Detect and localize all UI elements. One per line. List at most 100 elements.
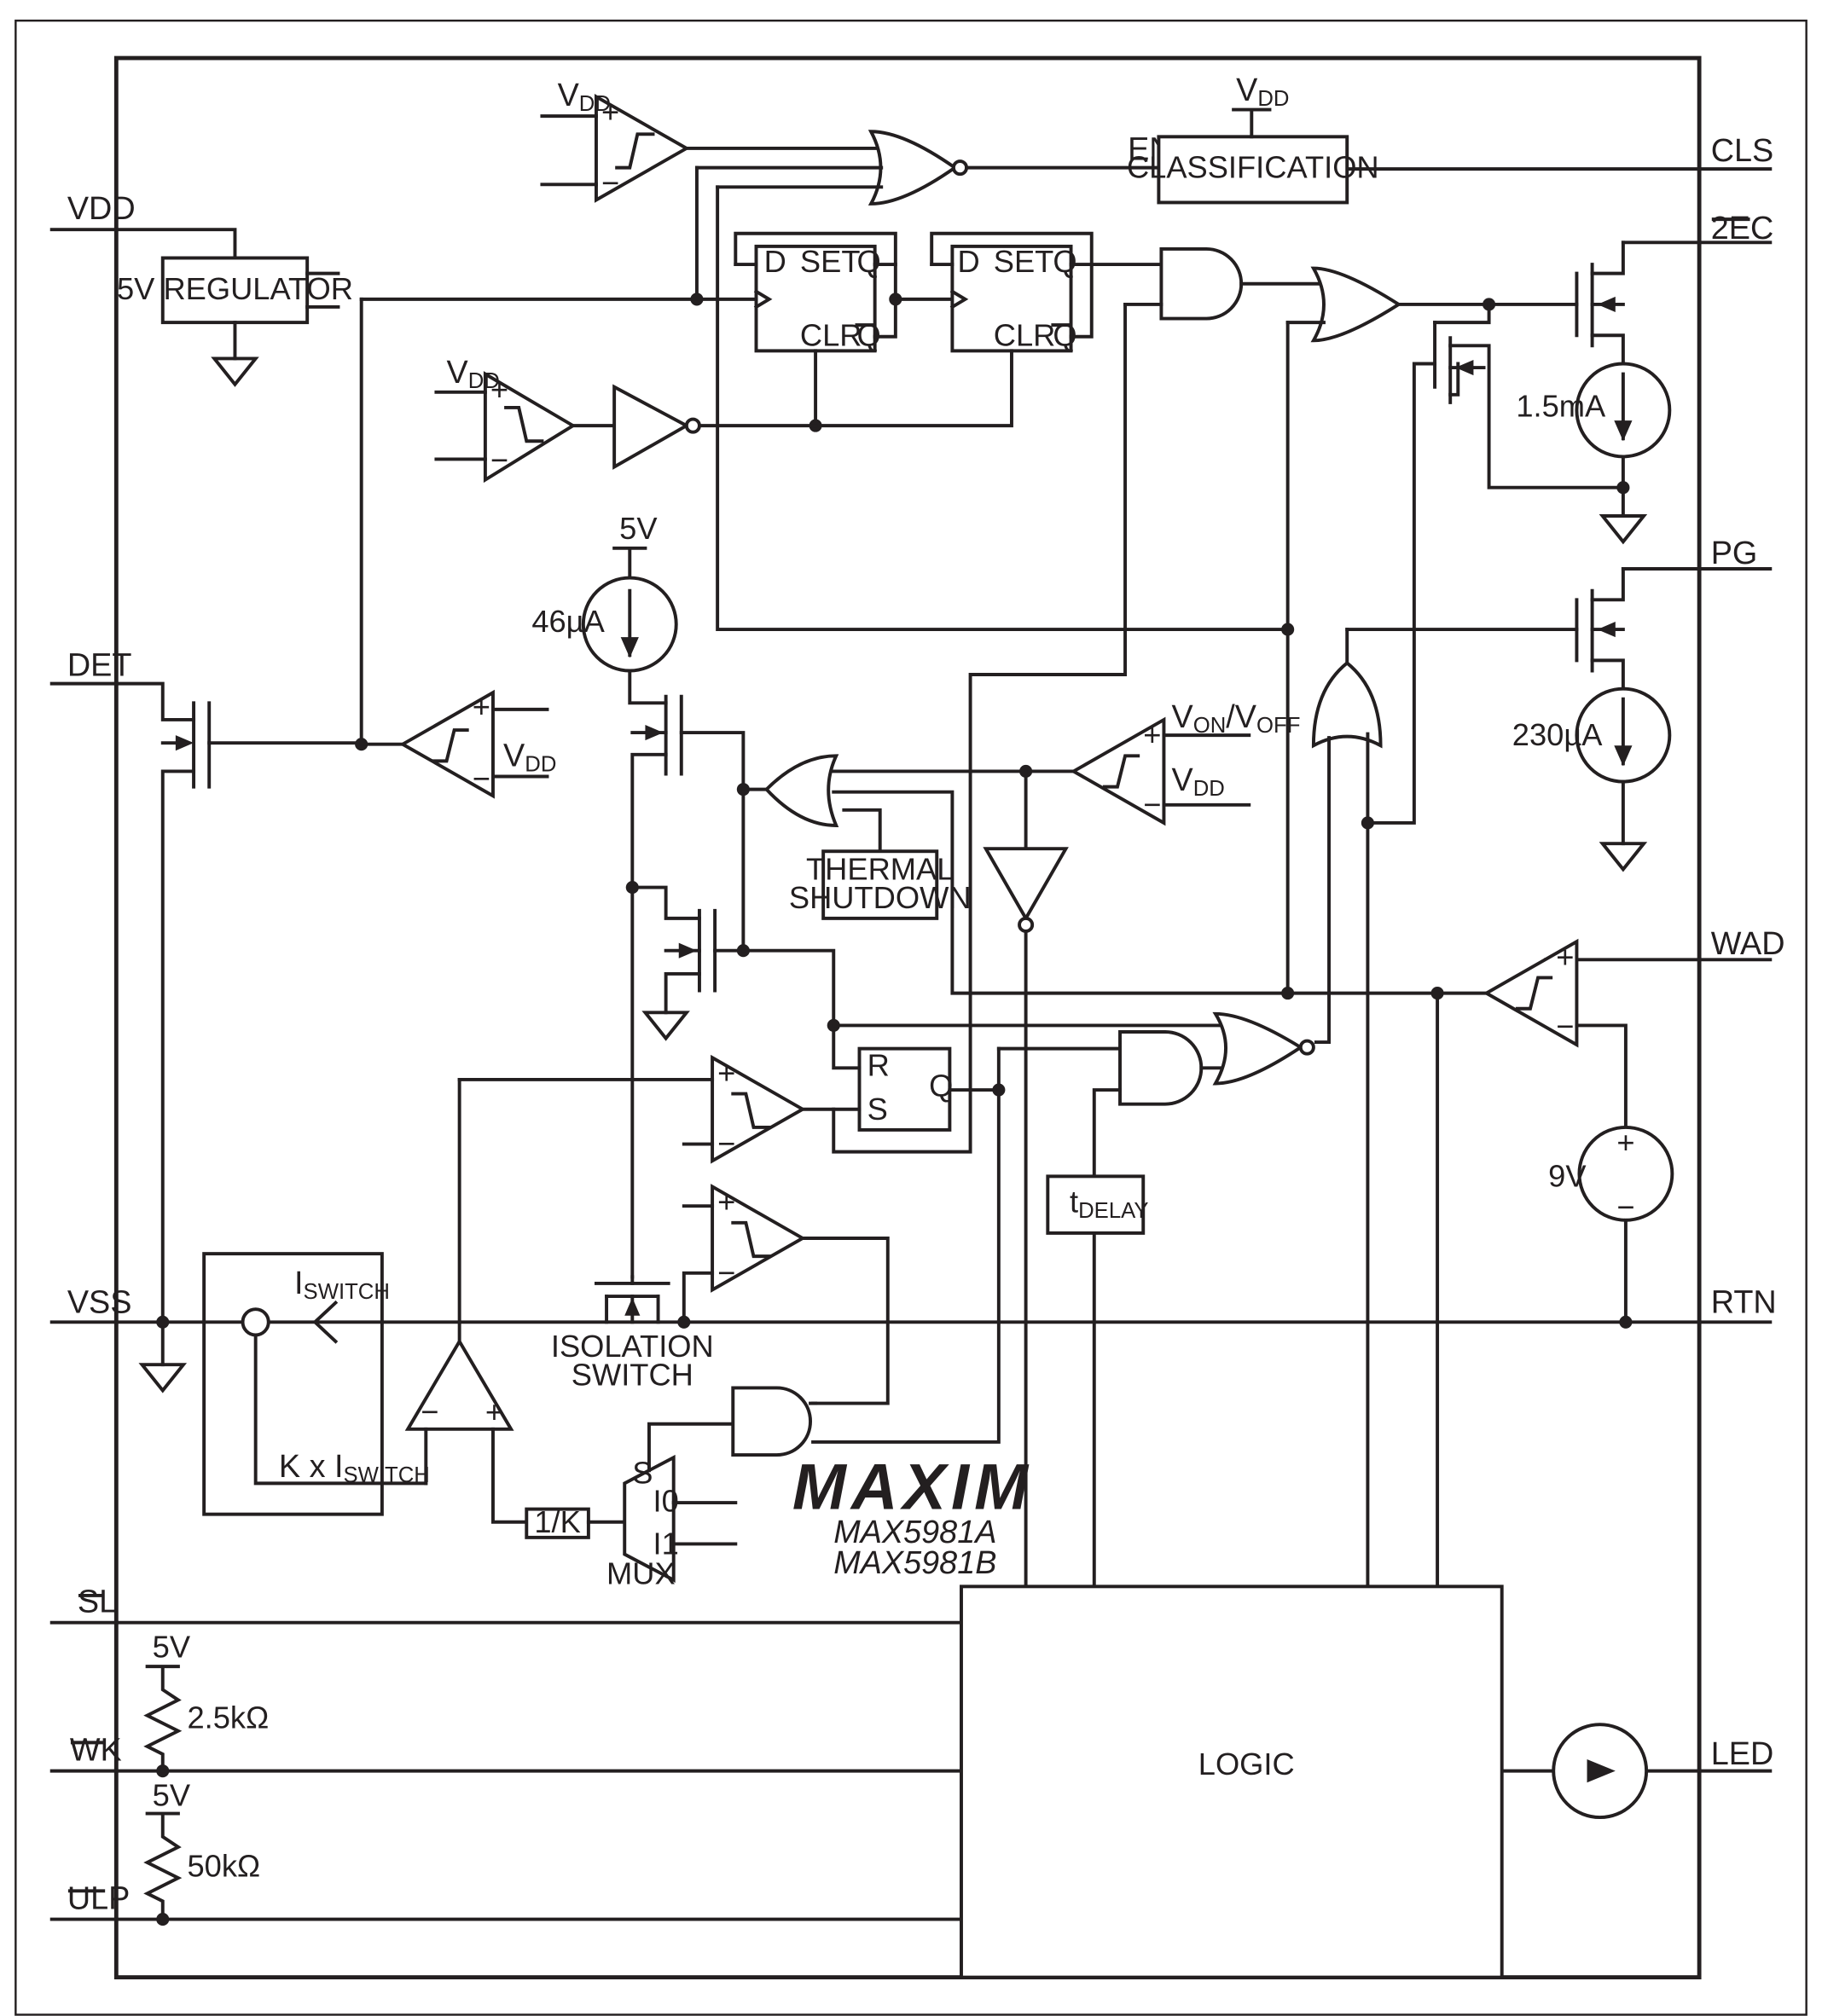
svg-text:ULP: ULP: [67, 1880, 131, 1916]
svg-text:−: −: [717, 1255, 735, 1290]
rs-latch: R S Q: [800, 1018, 1236, 1444]
logic-label: LOGIC: [1198, 1747, 1295, 1781]
comparator-vdd-top: + − VDD: [540, 78, 879, 203]
resistor-2k5: 5V 2.5kΩ: [143, 1630, 270, 1773]
svg-text:THERMAL: THERMAL: [806, 852, 954, 887]
mosfet-pg: [1345, 567, 1625, 691]
mosfet-2ec: [1575, 240, 1625, 366]
svg-text:9V: 9V: [1548, 1158, 1587, 1193]
svg-text:MAX5981B: MAX5981B: [833, 1545, 996, 1581]
svg-text:MUX: MUX: [606, 1555, 676, 1590]
svg-text:WK: WK: [70, 1733, 122, 1769]
or-gate-top: [1281, 266, 1579, 995]
svg-text:D: D: [957, 244, 979, 279]
svg-text:+: +: [717, 1055, 735, 1090]
mosfet-center-bottom: [630, 783, 836, 1041]
current-sense-block: ISWITCH K x ISWITCH: [202, 1252, 430, 1516]
maxim-logo: MAXIM MAX5981A MAX5981B: [792, 1452, 1028, 1582]
svg-text:−: −: [717, 1127, 735, 1162]
pin-sl: SL: [49, 1584, 963, 1625]
logic-block: LOGIC: [960, 1584, 1504, 1979]
svg-text:VSS: VSS: [67, 1285, 132, 1321]
svg-text:S: S: [867, 1092, 888, 1127]
nor-gate-center: [1212, 1011, 1315, 1086]
flip-flop-1: D SET Q CLR Q: [359, 231, 955, 428]
pin-2ec: 2EC: [1621, 211, 1773, 246]
svg-text:MAX5981A: MAX5981A: [833, 1515, 996, 1550]
svg-text:Q: Q: [856, 244, 880, 279]
svg-text:5V: 5V: [153, 1777, 191, 1812]
classification-block: CLASSIFICATION VDD: [1127, 72, 1379, 205]
regulator-block: 5V REGULATOR: [117, 256, 353, 387]
svg-text:WAD: WAD: [1711, 926, 1785, 962]
svg-text:230µA: 230µA: [1512, 717, 1603, 752]
svg-text:+: +: [1616, 1125, 1634, 1160]
svg-text:CLR: CLR: [800, 317, 862, 352]
source-230ua: 230µA: [1512, 686, 1672, 872]
svg-text:SL: SL: [78, 1584, 117, 1620]
source-46ua: 5V 46µA: [531, 511, 678, 705]
svg-text:−: −: [601, 165, 619, 200]
comparator-von-voff: + − VON/VOFF VDD: [1070, 699, 1301, 826]
svg-text:+: +: [485, 1394, 503, 1429]
mosfet-2ec-aux: [1368, 321, 1625, 825]
comparator-wad: + −: [1281, 938, 1628, 1589]
pin-cls: CLS: [1345, 133, 1774, 171]
svg-text:LED: LED: [1711, 1736, 1774, 1772]
svg-text:VON/VOFF: VON/VOFF: [1172, 699, 1301, 738]
svg-text:5V: 5V: [153, 1630, 191, 1665]
resistor-50k: 5V 50kΩ: [143, 1777, 260, 1921]
svg-text:Q: Q: [929, 1069, 953, 1104]
svg-text:−: −: [473, 762, 490, 797]
svg-text:VDD: VDD: [1172, 762, 1225, 801]
nor-gate-top: EN: [694, 130, 1290, 632]
svg-text:VDD: VDD: [447, 355, 500, 393]
svg-text:D: D: [764, 244, 786, 279]
isolation-switch: ISOLATION SWITCH: [551, 1275, 714, 1392]
svg-text:+: +: [717, 1185, 735, 1219]
svg-text:DET: DET: [67, 648, 132, 684]
comparator-det: + − VDD: [355, 297, 556, 799]
svg-text:SET: SET: [994, 244, 1054, 279]
tdelay-block: tDELAY: [1046, 1174, 1149, 1589]
thermal-shutdown-block: THERMAL SHUTDOWN: [789, 849, 972, 920]
svg-text:1.5mA: 1.5mA: [1516, 389, 1606, 424]
comparator-s: + −: [457, 1054, 806, 1343]
svg-text:5V: 5V: [619, 511, 658, 546]
svg-text:1/K: 1/K: [534, 1504, 580, 1539]
flip-flop-2: D SET Q CLR Q: [809, 231, 1163, 432]
svg-text:RTN: RTN: [1711, 1285, 1777, 1321]
mosfet-center-top: [625, 694, 746, 1279]
svg-text:CLS: CLS: [1711, 133, 1774, 169]
svg-text:SWITCH: SWITCH: [572, 1357, 693, 1392]
svg-text:−: −: [1616, 1190, 1634, 1225]
or-gate-thermal: [741, 754, 1290, 995]
pin-led: LED: [1500, 1723, 1774, 1820]
comparator-vdd-mid: + − VDD: [434, 355, 818, 484]
svg-text:VDD: VDD: [67, 191, 136, 227]
comparator-isolation: + −: [677, 1184, 890, 1405]
svg-text:46µA: 46µA: [531, 604, 605, 639]
pin-vdd-left: VDD: [49, 191, 237, 260]
outer-frame: [15, 19, 1807, 2016]
regulator-label: 5V REGULATOR: [117, 271, 353, 306]
svg-text:VDD: VDD: [1236, 72, 1289, 111]
svg-text:−: −: [1143, 787, 1161, 822]
chip-outline: [113, 55, 1702, 1980]
svg-text:+: +: [1143, 717, 1161, 752]
and-gate-top: [832, 246, 1323, 1154]
svg-text:CLR: CLR: [994, 317, 1056, 352]
svg-text:2.5kΩ: 2.5kΩ: [188, 1700, 270, 1735]
svg-text:ISOLATION: ISOLATION: [551, 1329, 714, 1364]
pin-wad: WAD: [1544, 926, 1785, 962]
svg-text:−: −: [421, 1394, 438, 1429]
svg-text:+: +: [1556, 939, 1574, 974]
svg-text:−: −: [490, 443, 508, 478]
svg-text:VDD: VDD: [503, 738, 556, 776]
svg-text:+: +: [473, 689, 490, 724]
svg-text:+: +: [601, 95, 619, 130]
svg-text:K x ISWITCH: K x ISWITCH: [279, 1449, 430, 1487]
svg-text:SET: SET: [800, 244, 861, 279]
svg-text:+: +: [490, 372, 508, 407]
